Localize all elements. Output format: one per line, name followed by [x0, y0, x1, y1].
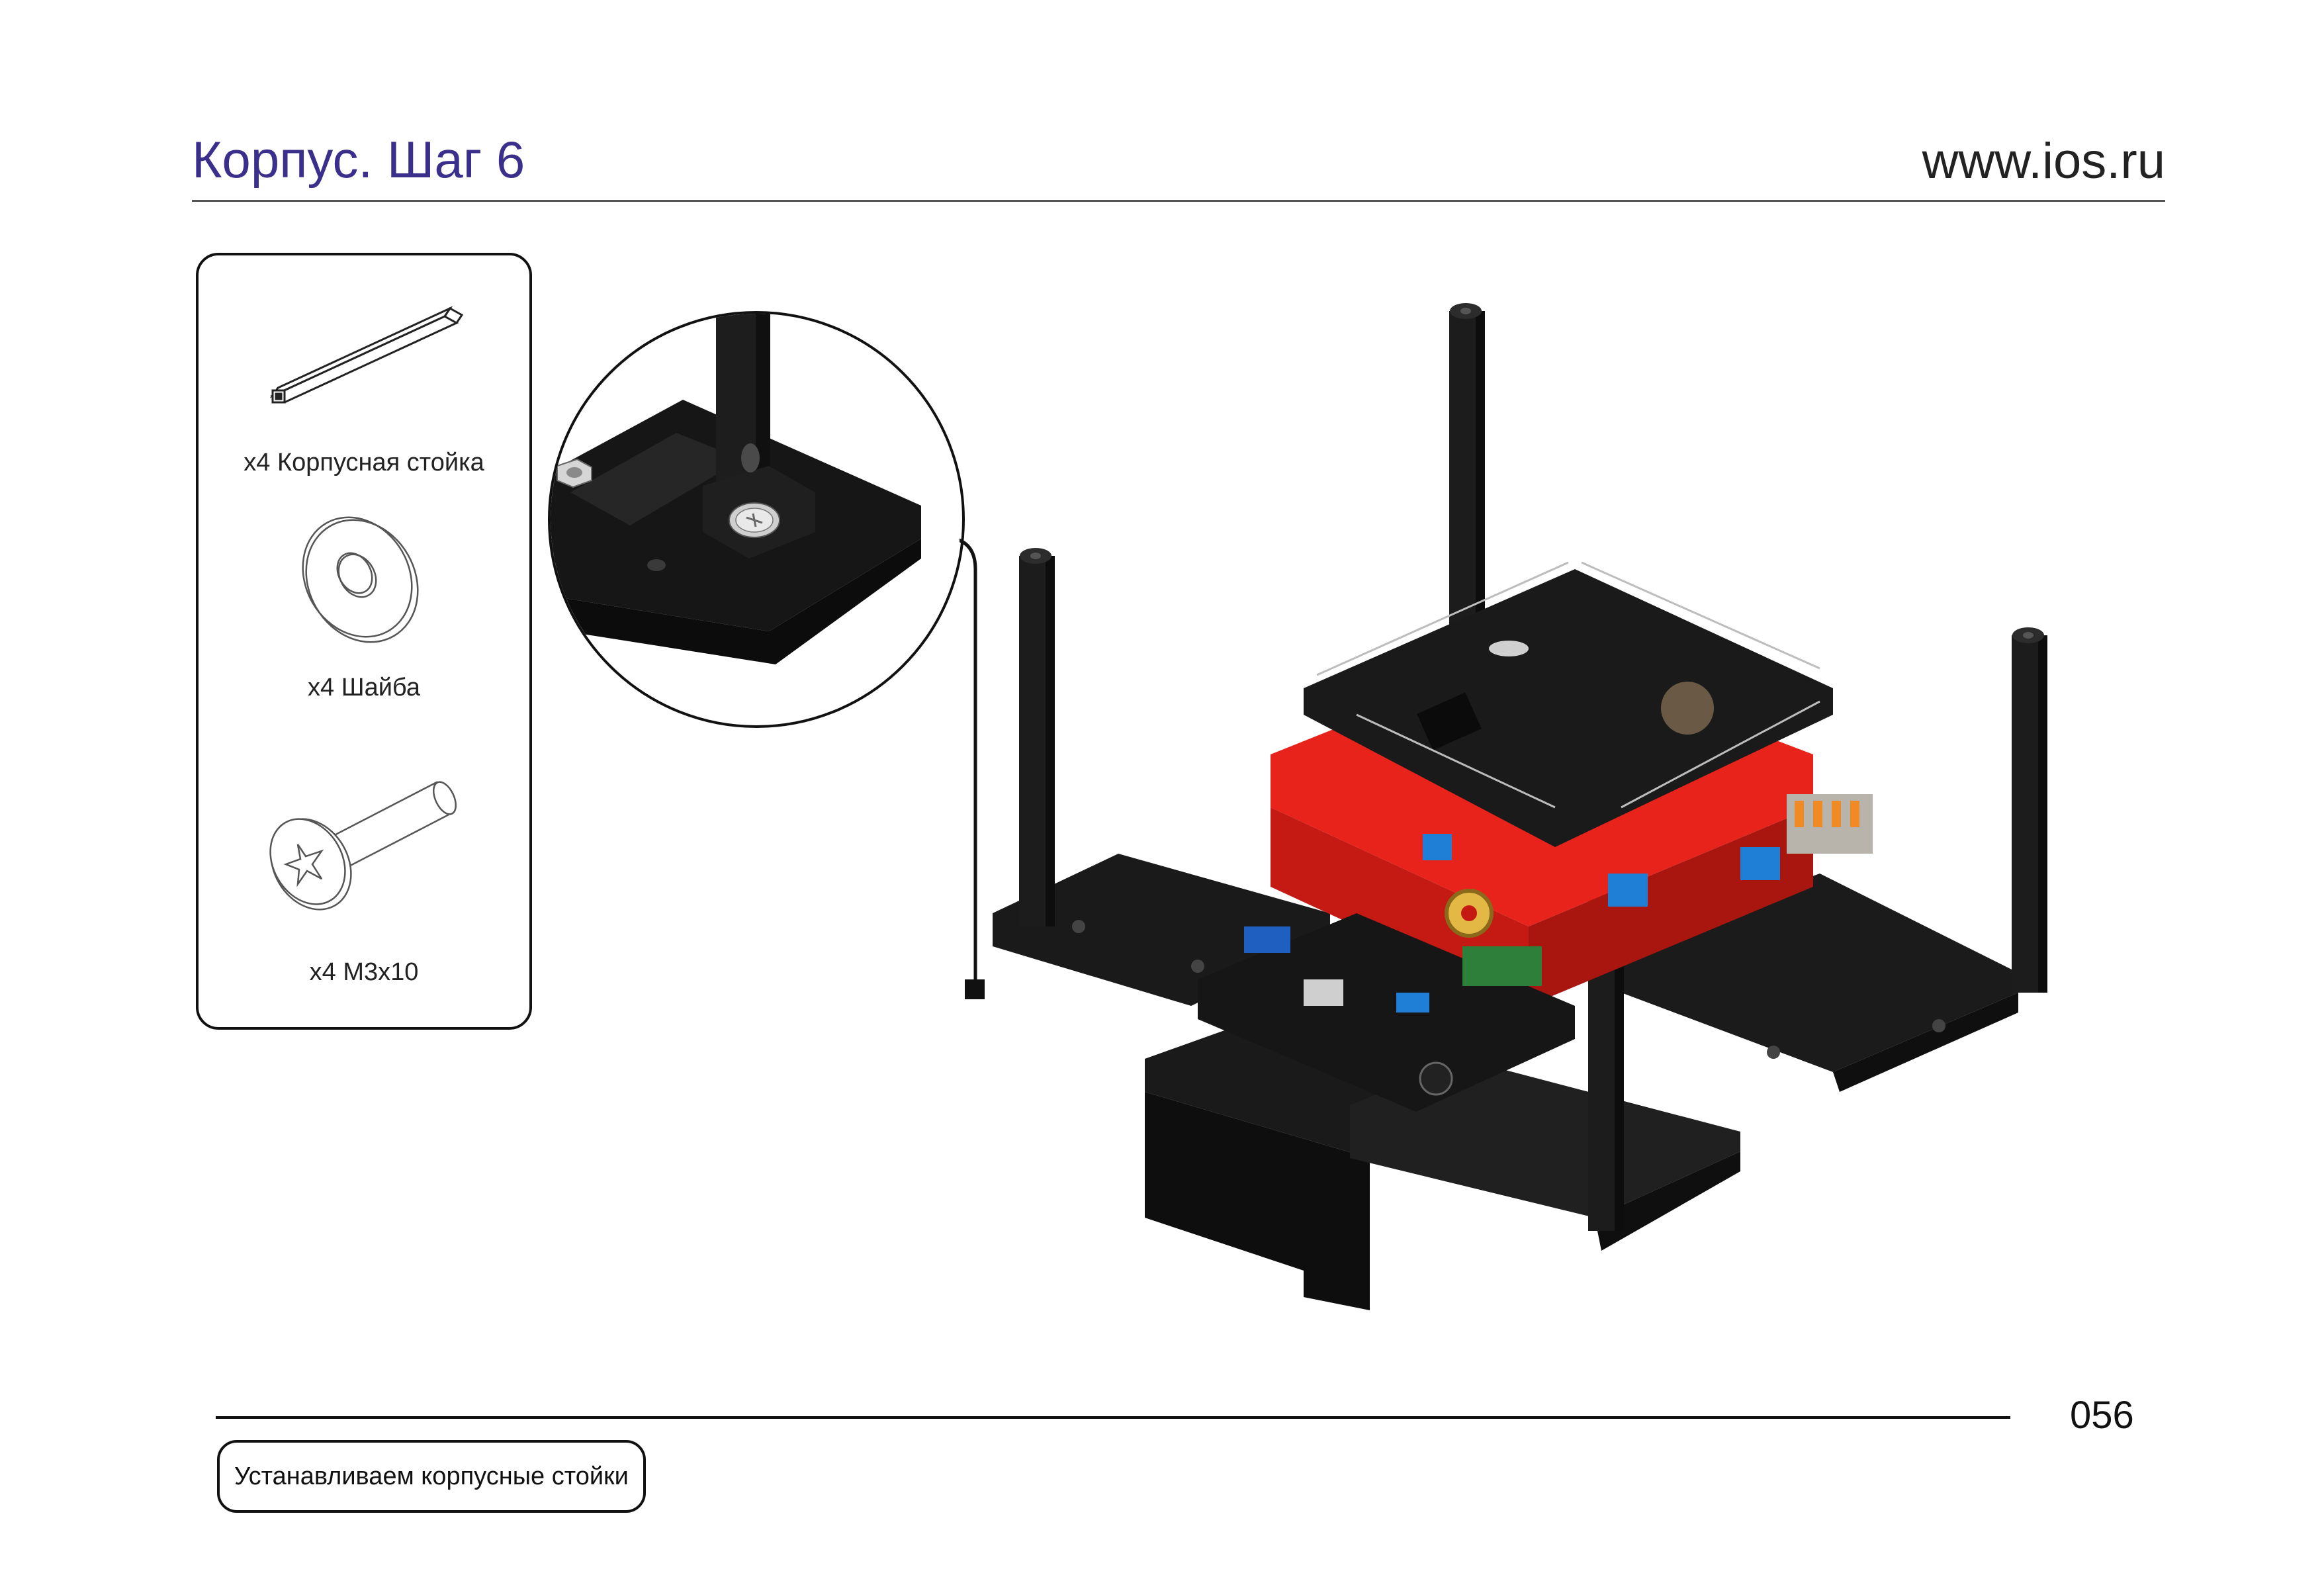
step-caption: Устанавливаем корпусные стойки [217, 1440, 646, 1513]
standoff-back-left [1449, 303, 1485, 662]
standoff-front-left [1019, 548, 1055, 926]
callout-arrow [960, 538, 977, 997]
part-standoff: x4 Корпусная стойка [199, 282, 529, 487]
site-url: www.ios.ru [1922, 133, 2165, 189]
standoff-back-right [2012, 627, 2047, 993]
standoff-icon [269, 306, 464, 404]
detail-illustration [551, 314, 921, 664]
part-washer-label: x4 Шайба [308, 674, 420, 701]
part-screw: x4 M3x10 [199, 765, 529, 1003]
footer-divider [216, 1416, 2010, 1419]
assembly-illustration [960, 303, 2047, 1310]
callout-anchor [965, 979, 985, 999]
page-number: 056 [2070, 1394, 2134, 1437]
detail-zoom [548, 311, 965, 728]
washer-icon [302, 516, 419, 643]
header-divider [192, 200, 2165, 202]
screw-icon [269, 781, 457, 911]
part-standoff-label: x4 Корпусная стойка [244, 449, 484, 476]
part-washer: x4 Шайба [199, 507, 529, 705]
parts-list: x4 Корпусная стойка x4 Шайба x4 M3x10 [196, 253, 532, 1030]
part-screw-label: x4 M3x10 [309, 958, 419, 986]
page-title: Корпус. Шаг 6 [192, 130, 525, 189]
electronics-stack [1198, 561, 1873, 1112]
